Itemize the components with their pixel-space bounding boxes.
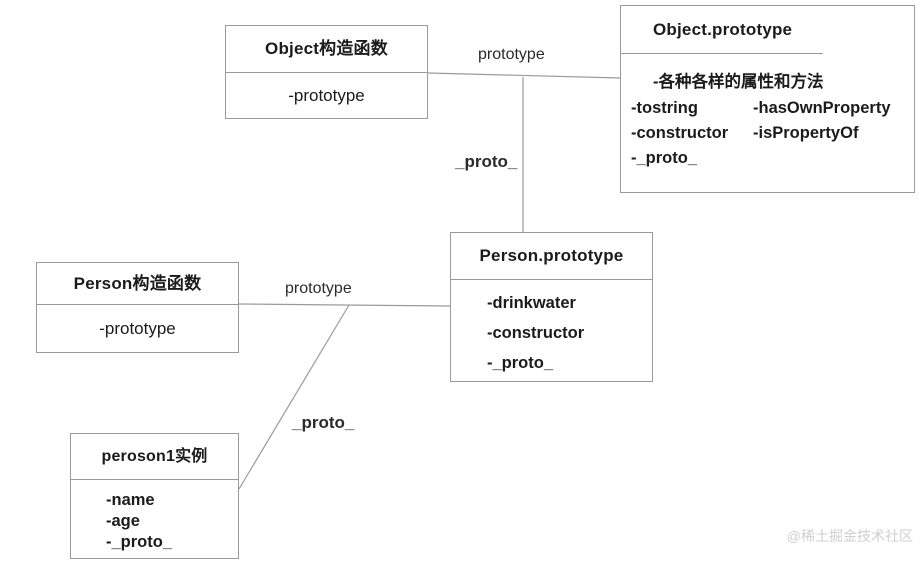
class-body-person1-instance: -name -age -_proto_ (71, 480, 238, 552)
edge-label-object-prototype: prototype (478, 46, 545, 63)
attribute-row: -tostring -hasOwnProperty (631, 99, 914, 118)
attribute-ispropertyof: -isPropertyOf (753, 124, 859, 142)
class-box-object-constructor[interactable]: Object构造函数 -prototype (225, 25, 428, 119)
attribute-tostring: -tostring (631, 99, 698, 117)
attribute-constructor: -constructor (631, 124, 729, 142)
attribute-age: -age (106, 512, 140, 530)
attribute-prototype: -prototype (288, 86, 365, 105)
attribute-various-properties-methods: -各种各样的属性和方法 (653, 73, 824, 91)
class-divider (37, 304, 238, 305)
class-title-object-constructor: Object构造函数 (265, 39, 388, 58)
attribute-proto: -_proto_ (106, 533, 172, 551)
class-title-person1-instance: peroson1实例 (101, 448, 208, 465)
edge-person1-to-person-prototype (238, 304, 350, 490)
class-body-object-constructor: -prototype (226, 73, 427, 118)
edge-object-ctor-to-object-prototype (427, 72, 621, 79)
class-box-object-prototype[interactable]: Object.prototype -各种各样的属性和方法 -tostring -… (620, 5, 915, 193)
attribute-drinkwater: -drinkwater (487, 294, 576, 312)
class-divider (621, 53, 824, 54)
edge-person-ctor-to-person-prototype (238, 303, 451, 307)
attribute-prototype: -prototype (99, 319, 176, 338)
edge-label-person-prototype-proto: _proto_ (455, 152, 518, 171)
class-divider (71, 479, 238, 480)
class-title-person-constructor: Person构造函数 (73, 274, 202, 293)
class-divider (451, 279, 652, 280)
class-box-person-constructor[interactable]: Person构造函数 -prototype (36, 262, 239, 353)
class-body-person-prototype: -drinkwater -constructor -_proto_ (451, 280, 652, 373)
class-body-object-prototype: -各种各样的属性和方法 -tostring -hasOwnProperty -c… (621, 54, 914, 168)
class-title-person-prototype: Person.prototype (479, 246, 624, 265)
class-body-person-constructor: -prototype (37, 305, 238, 353)
attribute-name: -name (106, 491, 155, 509)
attribute-row: -constructor -isPropertyOf (631, 124, 914, 143)
edge-label-person-prototype: prototype (285, 280, 352, 297)
attribute-hasownproperty: -hasOwnProperty (753, 99, 891, 117)
attribute-proto: -_proto_ (487, 354, 553, 372)
class-box-person1-instance[interactable]: peroson1实例 -name -age -_proto_ (70, 433, 239, 559)
watermark: @稀土掘金技术社区 (786, 528, 913, 544)
edge-label-person1-proto: _proto_ (292, 413, 355, 432)
class-divider (226, 72, 427, 73)
attribute-proto: -_proto_ (631, 149, 697, 167)
attribute-constructor: -constructor (487, 324, 585, 342)
class-box-person-prototype[interactable]: Person.prototype -drinkwater -constructo… (450, 232, 653, 382)
class-title-object-prototype: Object.prototype (653, 20, 793, 39)
